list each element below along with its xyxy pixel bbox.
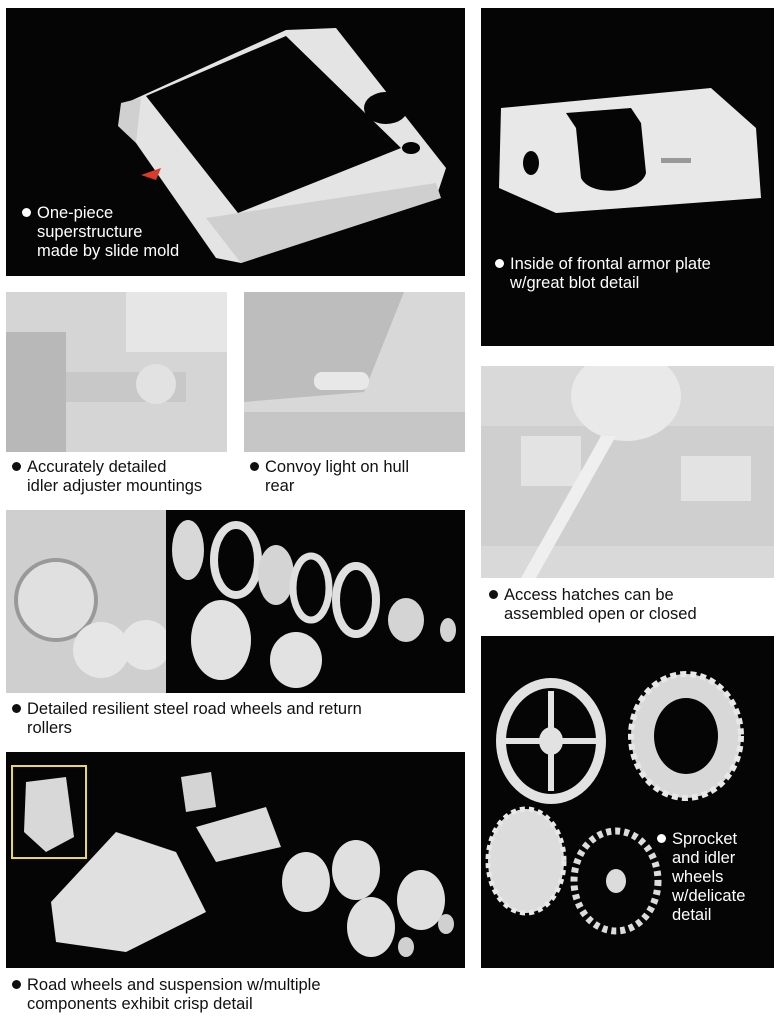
sprocket-illustration (485, 671, 744, 935)
suspension-illustration (11, 765, 454, 957)
track-photo (6, 510, 166, 693)
superstructure-panel: One-piece superstructure made by slide m… (6, 8, 465, 276)
idler-caption: Accurately detailed idler adjuster mount… (12, 458, 202, 496)
convoy-caption: Convoy light on hull rear (250, 458, 409, 496)
road-wheels-panel (166, 510, 465, 693)
road-wheels-caption: Detailed resilient steel road wheels and… (12, 700, 362, 738)
superstructure-caption: One-piece superstructure made by slide m… (22, 204, 179, 261)
suspension-caption: Road wheels and suspension w/multiple co… (12, 976, 321, 1014)
sprocket-caption: Sprocket and idler wheels w/delicate det… (657, 830, 745, 925)
idler-photo (6, 292, 227, 452)
road-wheels-illustration (172, 520, 456, 688)
frontal-plate-caption: Inside of frontal armor plate w/great bl… (495, 255, 711, 293)
access-hatches-photo (481, 366, 774, 578)
superstructure-illustration (118, 28, 446, 263)
frontal-plate-illustration (499, 88, 761, 213)
sprocket-panel: Sprocket and idler wheels w/delicate det… (481, 636, 774, 968)
hatches-caption: Access hatches can be assembled open or … (489, 586, 697, 624)
highlight-box (11, 765, 87, 859)
arrow-icon (141, 168, 161, 180)
convoy-light-photo (244, 292, 465, 452)
suspension-panel (6, 752, 465, 968)
frontal-plate-panel: Inside of frontal armor plate w/great bl… (481, 8, 774, 346)
